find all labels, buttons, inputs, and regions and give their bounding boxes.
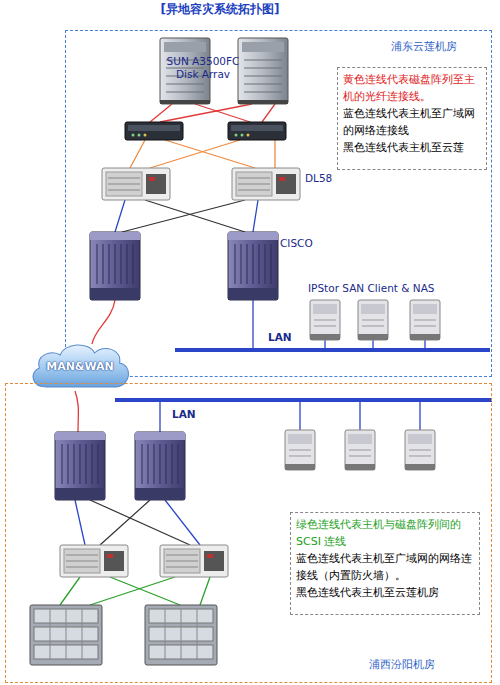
network-line <box>115 200 425 350</box>
network-line <box>159 400 160 432</box>
device-label: SUN A3500FC Disk Arrav <box>158 55 248 81</box>
site-name: 浦东云莲机房 <box>391 38 457 55</box>
host-server <box>60 545 128 577</box>
legend-note: 绿色连线代表主机与磁盘阵列间的 SCSI 连线蓝色连线代表主机至广域网的网络连接… <box>290 512 480 615</box>
note-text: 黑色连线代表主机至云莲机房 <box>296 584 474 601</box>
disk-array-tower <box>238 38 288 104</box>
note-text: 黄色连线代表磁盘阵列至主机的光纤连接线。 <box>343 71 481 105</box>
lan-label: LAN <box>268 331 292 344</box>
fibre-line <box>130 140 145 168</box>
site-link-line <box>122 200 245 232</box>
client-server <box>405 430 435 470</box>
scsi-line <box>90 577 175 605</box>
client-server <box>285 300 440 470</box>
disk-array-rack <box>30 605 102 665</box>
site-name: 浦西汾阳机房 <box>369 656 435 673</box>
wan-line <box>75 391 78 432</box>
fibre-line <box>262 104 275 122</box>
scsi-line <box>60 577 80 605</box>
network-line <box>75 500 85 545</box>
fibre-line <box>150 140 240 168</box>
fibre-switch <box>228 122 286 140</box>
device-label: CISCO <box>280 237 313 250</box>
disk-array-rack <box>145 605 217 665</box>
fibre-line <box>165 140 255 168</box>
cloud-outline <box>33 345 129 387</box>
router-chassis <box>228 232 278 300</box>
site-link-line <box>122 200 245 232</box>
fibre-switch <box>125 122 183 140</box>
site-region: 浦西汾阳机房 绿色连线代表主机与磁盘阵列间的 SCSI 连线蓝色连线代表主机至广域… <box>5 383 492 683</box>
note-text: 黑色连线代表主机至云莲 <box>343 139 481 156</box>
lan-label: LAN <box>172 408 196 421</box>
client-server <box>358 300 388 340</box>
router-chassis <box>90 232 140 300</box>
site-link-line <box>100 500 150 545</box>
network-line <box>299 400 300 430</box>
client-server <box>345 430 375 470</box>
note-text: 蓝色连线代表主机至广域网的网络连接线（内置防火墙）。 <box>296 550 474 584</box>
host-server <box>102 168 170 200</box>
scsi-line <box>60 577 210 605</box>
note-text: 绿色连线代表主机与磁盘阵列间的 SCSI 连线 <box>296 516 474 550</box>
site-link-line <box>145 200 245 232</box>
fibre-line <box>150 104 172 122</box>
network-line <box>253 200 258 232</box>
client-server <box>410 300 440 340</box>
site-link-line <box>90 500 190 545</box>
diagram-title: [异地容灾系统拓扑图] <box>150 1 290 18</box>
fibre-line <box>150 104 275 122</box>
device-label: DL58 <box>305 172 332 185</box>
host-server <box>232 168 300 200</box>
legend-note: 黄色连线代表磁盘阵列至主机的光纤连接线。蓝色连线代表主机至广域网的网络连接线黑色… <box>337 67 487 170</box>
network-line <box>359 400 360 430</box>
host-server <box>160 545 228 577</box>
site-region: 浦东云莲机房黄色连线代表磁盘阵列至主机的光纤连接线。蓝色连线代表主机至广域网的网… <box>65 30 492 377</box>
fibre-line <box>274 140 275 168</box>
scsi-line <box>110 577 180 605</box>
router-chassis <box>135 432 185 500</box>
fibre-line <box>130 140 275 168</box>
network-line <box>165 500 200 545</box>
device-label: IPStor SAN Client & NAS <box>308 282 435 295</box>
site-link-line <box>90 500 190 545</box>
fibre-switch <box>125 122 286 140</box>
network-line <box>115 200 125 232</box>
client-server <box>310 300 340 340</box>
cloud-label: MAN&WAN <box>46 358 114 375</box>
client-server <box>285 430 315 470</box>
fibre-line <box>160 104 252 122</box>
wan-line <box>92 300 115 344</box>
lan-bus <box>115 398 492 402</box>
lan-bus <box>175 348 490 352</box>
disk-array-rack <box>30 605 217 665</box>
note-text: 蓝色连线代表主机至广域网的网络连接线 <box>343 105 481 139</box>
network-line <box>252 300 253 350</box>
scsi-line <box>200 577 210 605</box>
router-chassis <box>55 432 105 500</box>
network-line <box>419 400 420 430</box>
